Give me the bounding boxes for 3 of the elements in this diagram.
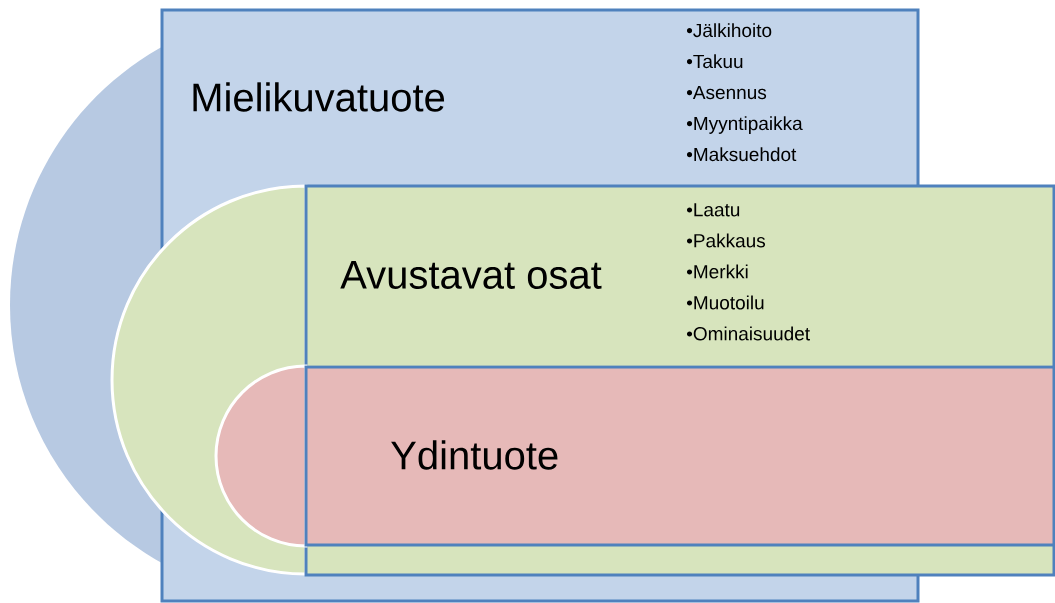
bullet-list: •Laatu •Pakkaus •Merkki •Muotoilu •Ominaisuudet	[686, 203, 810, 341]
layer-box: Ydintuote	[214, 364, 1055, 548]
bullet-list: •Jälkihoito •Takuu •Asennus •Myyntipaikka •Maksuehdot	[686, 23, 803, 162]
